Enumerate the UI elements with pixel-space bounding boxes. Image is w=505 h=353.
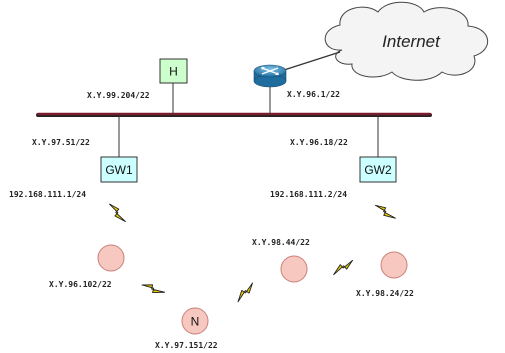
gw1-label: GW1 (105, 163, 133, 177)
gw1-lower-address: 192.168.111.1/24 (9, 190, 86, 199)
host-label: H (169, 65, 178, 79)
host-address: X.Y.99.204/22 (87, 91, 150, 100)
node-1-address: X.Y.96.102/22 (49, 280, 112, 289)
internet-label: Internet (382, 32, 441, 51)
gateway-gw2: GW2 (359, 156, 397, 183)
n1-n-wireless-link-icon (141, 277, 166, 300)
node-n: N (181, 307, 209, 335)
router-internet-link (283, 51, 341, 71)
router-icon (253, 64, 287, 88)
gw2-lower-address: 192.168.111.2/24 (270, 190, 347, 199)
gw1-upper-address: X.Y.97.51/22 (32, 138, 90, 147)
node-n-address: X.Y.97.151/22 (155, 341, 218, 350)
internet-cloud: Internet (324, 1, 489, 81)
n-n3-wireless-link-icon (233, 282, 258, 303)
node-1 (97, 244, 125, 272)
router-address: X.Y.96.1/22 (287, 90, 340, 99)
gw2-label: GW2 (364, 163, 392, 177)
gw1-wireless-link-icon (109, 200, 126, 226)
node-3 (280, 255, 308, 283)
node-n-label: N (191, 315, 200, 329)
n3-n4-wireless-link-icon (330, 259, 356, 276)
gw2-upper-address: X.Y.96.18/22 (290, 138, 348, 147)
gw2-wireless-link-icon (374, 199, 396, 224)
gateway-gw1: GW1 (100, 156, 138, 183)
host-h: H (159, 58, 188, 84)
node-3-address: X.Y.98.44/22 (252, 238, 310, 247)
node-4-address: X.Y.98.24/22 (356, 289, 414, 298)
node-4 (380, 251, 408, 279)
